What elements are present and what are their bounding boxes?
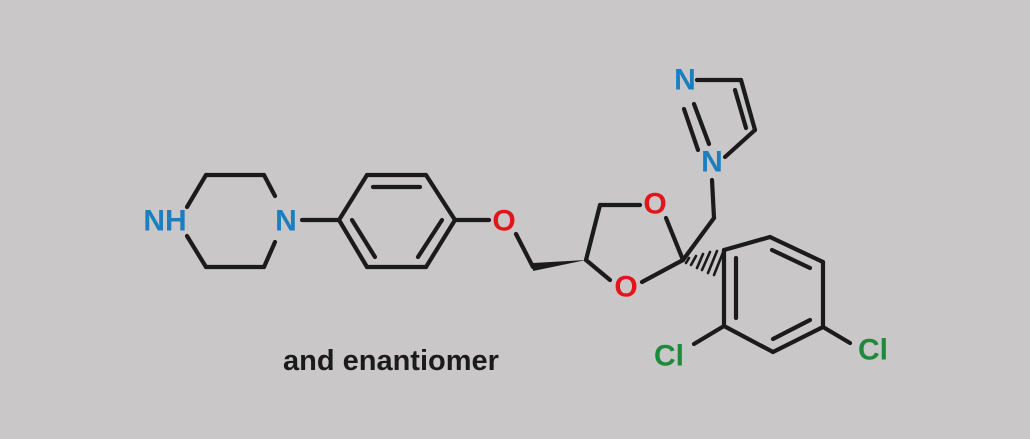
hash — [689, 254, 698, 267]
n-imidazole-bottom-label: N — [701, 146, 723, 179]
bond — [691, 101, 712, 147]
bond — [722, 127, 758, 160]
phenyl-ring — [336, 172, 458, 270]
hash — [706, 249, 719, 275]
bond — [336, 172, 370, 223]
bond — [767, 234, 826, 265]
hash — [700, 250, 712, 272]
caption-text: and enantiomer — [283, 345, 499, 377]
bond — [769, 247, 813, 271]
bond — [721, 323, 776, 355]
bond — [770, 317, 813, 342]
bond — [721, 234, 773, 253]
bond — [415, 217, 445, 260]
bond — [184, 172, 209, 210]
bond — [680, 215, 717, 263]
bond — [261, 172, 278, 199]
bond — [261, 239, 278, 270]
bond — [423, 217, 458, 270]
hash — [695, 252, 705, 270]
bond — [583, 202, 603, 263]
bond — [732, 87, 749, 131]
piperazine-ring — [184, 172, 278, 270]
n-piperazine-label: N — [275, 205, 297, 238]
bond — [583, 257, 613, 283]
o-ether-label: O — [492, 205, 515, 238]
o-dioxolane-top-label: O — [643, 188, 666, 221]
bond — [184, 233, 209, 270]
bond — [770, 324, 826, 355]
bond — [691, 323, 727, 347]
bond — [820, 324, 853, 346]
bond — [349, 217, 378, 260]
n-imidazole-top-label: N — [674, 64, 696, 97]
bond — [639, 257, 686, 285]
bond — [738, 77, 758, 133]
o-dioxolane-bottom-label: O — [614, 271, 637, 304]
dichlorophenyl-ring — [721, 234, 826, 355]
dioxolane-ring — [583, 202, 686, 285]
bond — [709, 177, 717, 221]
imidazole-ring — [681, 77, 758, 160]
cl-ortho-label: Cl — [654, 340, 684, 373]
bond — [336, 217, 370, 270]
bond — [681, 106, 701, 153]
wedge-bond — [533, 260, 586, 271]
hashed-bond — [684, 248, 726, 277]
nh-label: NH — [143, 205, 186, 238]
bond — [423, 172, 458, 223]
cl-para-label: Cl — [858, 334, 888, 367]
hash — [684, 256, 691, 265]
bond — [513, 231, 536, 270]
bond — [663, 215, 686, 263]
